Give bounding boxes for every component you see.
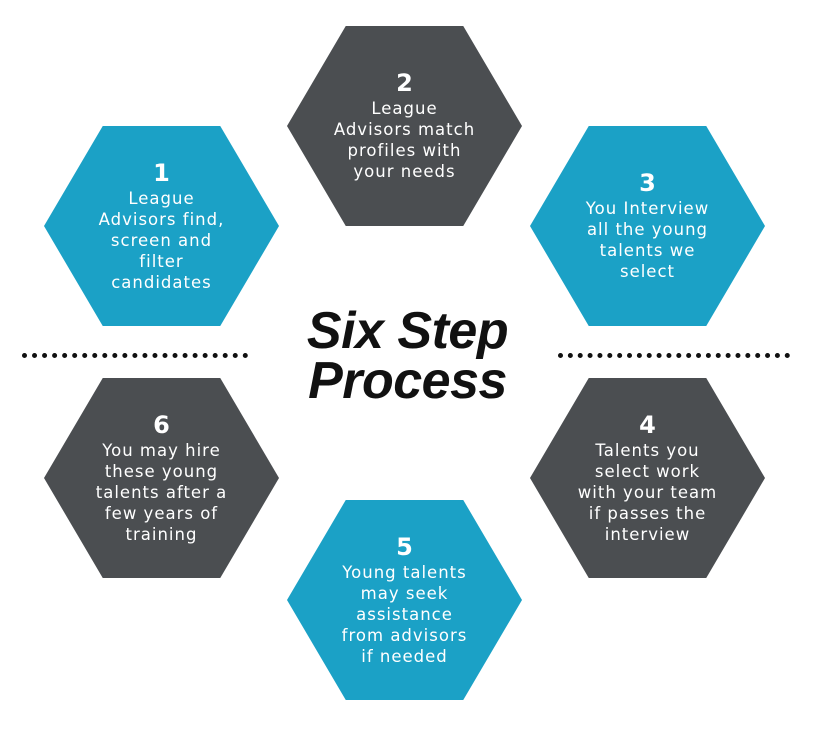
step-4-line: if passes the (588, 503, 707, 523)
step-2-line: League (371, 99, 438, 118)
step-2-line: your needs (353, 162, 456, 181)
step-6-line: training (125, 524, 198, 544)
step-2-line: profiles with (347, 141, 462, 160)
step-5-line: may seek (360, 583, 449, 603)
step-6-number: 6 (153, 410, 170, 439)
step-5-line: assistance (356, 604, 453, 624)
step-6-description: You may hire these young talents after a… (96, 440, 227, 545)
step-1-hexagon: 1 League Advisors find, screen and filte… (44, 126, 279, 326)
step-6-line: few years of (104, 503, 219, 523)
step-4-description: Talents you select work with your team i… (578, 440, 717, 545)
step-3-line: talents we (599, 241, 696, 260)
step-1-line: candidates (111, 272, 212, 292)
dotted-divider-left (22, 353, 248, 358)
step-3-description: You Interview all the young talents we s… (586, 198, 709, 282)
step-1-number: 1 (153, 158, 170, 187)
step-1-line: filter (139, 251, 184, 271)
title-line-1: Six Step (306, 302, 509, 360)
step-3-number: 3 (639, 169, 656, 197)
step-6-line: You may hire (102, 440, 221, 460)
step-5-line: Young talents (342, 562, 467, 582)
step-3-line: You Interview (585, 199, 710, 218)
step-6-line: these young (104, 461, 219, 481)
step-4-line: Talents you (595, 440, 700, 460)
step-2-hexagon: 2 League Advisors match profiles with yo… (287, 26, 522, 226)
step-2-line: Advisors match (333, 120, 476, 139)
step-2-number: 2 (396, 69, 413, 97)
step-5-description: Young talents may seek assistance from a… (342, 562, 468, 667)
step-6-hexagon: 6 You may hire these young talents after… (44, 378, 279, 578)
step-6-line: talents after a (95, 482, 228, 502)
step-1-line: League (128, 188, 195, 208)
step-5-line: from advisors (341, 625, 468, 645)
step-4-line: with your team (577, 482, 718, 502)
diagram-title: Six Step Process (255, 302, 560, 410)
step-1-line: screen and (110, 230, 213, 250)
step-4-line: select work (594, 461, 701, 481)
step-4-line: interview (604, 524, 691, 544)
step-3-line: all the young (586, 220, 709, 239)
step-5-line: if needed (361, 646, 448, 666)
step-3-line: select (619, 262, 675, 281)
dotted-divider-right (558, 353, 790, 358)
step-5-number: 5 (396, 532, 413, 561)
step-2-description: League Advisors match profiles with your… (334, 98, 475, 182)
step-4-hexagon: 4 Talents you select work with your team… (530, 378, 765, 578)
step-5-hexagon: 5 Young talents may seek assistance from… (287, 500, 522, 700)
step-4-number: 4 (639, 410, 656, 439)
title-line-2: Process (308, 352, 507, 410)
step-1-line: Advisors find, (98, 209, 225, 229)
step-1-description: League Advisors find, screen and filter … (99, 188, 225, 293)
step-3-hexagon: 3 You Interview all the young talents we… (530, 126, 765, 326)
